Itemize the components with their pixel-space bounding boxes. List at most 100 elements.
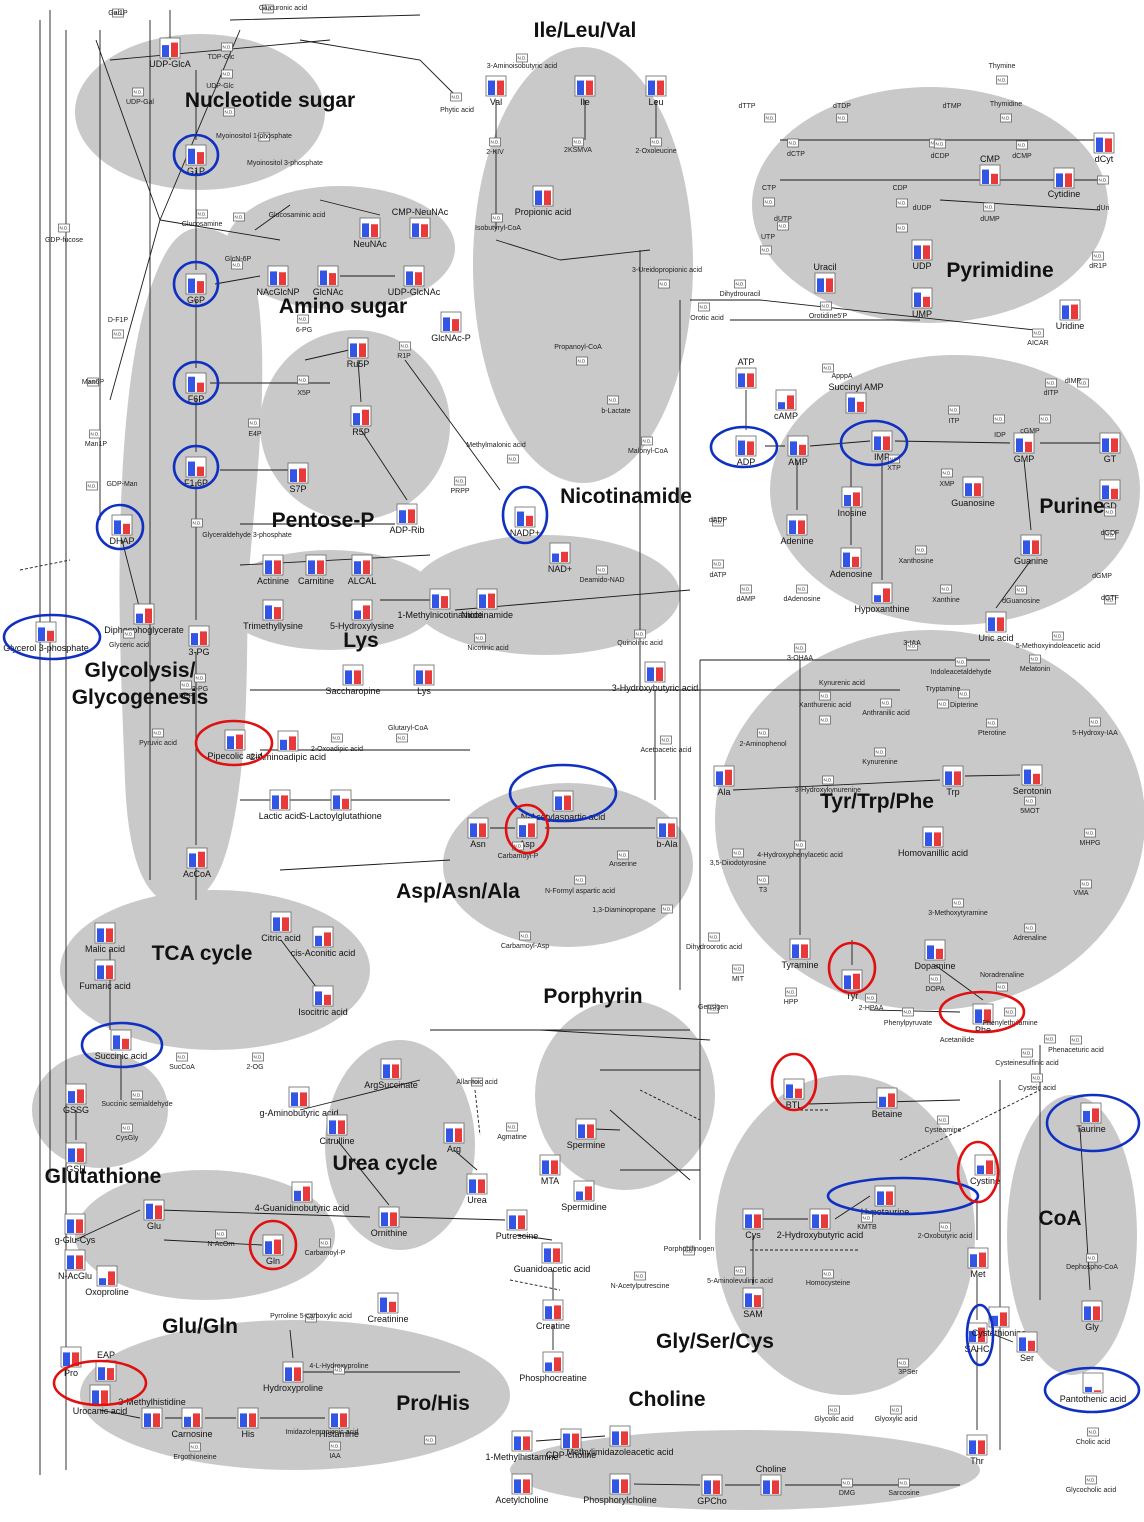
metabolite-gt[interactable]: GT — [1099, 432, 1121, 464]
metabolite-phosphorylcholine[interactable]: Phosphorylcholine — [583, 1473, 657, 1505]
metabolite-trimethyllysine[interactable]: Trimethyllysine — [243, 599, 303, 631]
metabolite-homovanillic-acid[interactable]: Homovanillic acid — [898, 826, 968, 858]
metabolite-putrescine[interactable]: Putrescine — [496, 1209, 539, 1241]
metabolite-saccharopine[interactable]: Saccharopine — [325, 664, 381, 696]
metabolite-guanosine[interactable]: Guanosine — [951, 476, 995, 508]
metabolite-sam[interactable]: SAM — [742, 1287, 764, 1319]
metabolite-cmp-neunac[interactable]: CMP-NeuNAc — [392, 207, 449, 239]
metabolite-taurine[interactable]: Taurine — [1076, 1102, 1106, 1134]
metabolite-g-glu-cys[interactable]: g-Glu-Cys — [55, 1213, 96, 1245]
metabolite-nad[interactable]: NAD+ — [548, 542, 572, 574]
metabolite-pro[interactable]: Pro — [60, 1346, 82, 1378]
metabolite-adp[interactable]: ADP — [735, 435, 757, 467]
metabolite-hypoxanthine[interactable]: Hypoxanthine — [854, 582, 910, 614]
metabolite-hydroxyproline[interactable]: Hydroxyproline — [263, 1361, 323, 1393]
metabolite-propionic-acid[interactable]: Propionic acid — [515, 185, 572, 217]
metabolite-tyr[interactable]: Tyr — [841, 969, 863, 1001]
metabolite-adenosine[interactable]: Adenosine — [830, 547, 873, 579]
metabolite-ile[interactable]: Ile — [574, 75, 596, 107]
metabolite-amp[interactable]: AMP — [787, 435, 809, 467]
metabolite-1-methylnicotinamide[interactable]: 1-Methylnicotinamide — [397, 588, 483, 620]
metabolite-cmp[interactable]: CMP — [979, 154, 1001, 186]
metabolite-3-pg[interactable]: 3-PG — [188, 625, 210, 657]
metabolite-adp-rib[interactable]: ADP-Rib — [389, 503, 425, 535]
metabolite-dhap[interactable]: DHAP — [109, 514, 135, 546]
metabolite-3-methylhistidine[interactable]: 3-Methylhistidine — [118, 1397, 186, 1429]
metabolite-val[interactable]: Val — [485, 75, 507, 107]
metabolite-imp[interactable]: IMP — [871, 430, 893, 462]
metabolite-btl[interactable]: BTL — [783, 1078, 805, 1110]
metabolite-n-acglu[interactable]: N-AcGlu — [58, 1249, 92, 1281]
metabolite-udp-glcnac[interactable]: UDP-GlcNAc — [388, 265, 441, 297]
metabolite-thr[interactable]: Thr — [966, 1434, 988, 1466]
metabolite-leu[interactable]: Leu — [645, 75, 667, 107]
metabolite-dopamine[interactable]: Dopamine — [914, 939, 956, 971]
metabolite-pantothenic-acid[interactable]: Pantothenic acid — [1060, 1372, 1127, 1404]
metabolite-argsuccinate[interactable]: ArgSuccinate — [364, 1058, 418, 1090]
metabolite-gln[interactable]: Gln — [262, 1234, 284, 1266]
metabolite-glu[interactable]: Glu — [143, 1199, 165, 1231]
metabolite-pipecolic-acid[interactable]: Pipecolic acid — [207, 729, 263, 761]
metabolite-lys[interactable]: Lys — [413, 664, 435, 696]
metabolite-glcnac[interactable]: GlcNAc — [313, 265, 344, 297]
metabolite-cystine[interactable]: Cystine — [970, 1154, 1000, 1186]
metabolite-serotonin[interactable]: Serotonin — [1013, 764, 1052, 796]
metabolite-gpcho[interactable]: GPCho — [697, 1474, 727, 1506]
metabolite-met[interactable]: Met — [967, 1247, 989, 1279]
metabolite-nicotinamide[interactable]: Nicotinamide — [461, 588, 513, 620]
metabolite-eap[interactable]: EAP — [95, 1350, 117, 1382]
metabolite-spermidine[interactable]: Spermidine — [561, 1180, 607, 1212]
metabolite-4-guanidinobutyric-acid[interactable]: 4-Guanidinobutyric acid — [255, 1181, 350, 1213]
metabolite-tyramine[interactable]: Tyramine — [781, 938, 819, 970]
metabolite-cytidine[interactable]: Cytidine — [1048, 167, 1081, 199]
metabolite-gssg[interactable]: GSSG — [63, 1083, 89, 1115]
metabolite-udp[interactable]: UDP — [911, 239, 933, 271]
metabolite-gmp[interactable]: GMP — [1013, 432, 1035, 464]
metabolite-diphosphoglycerate[interactable]: Diphosphoglycerate — [104, 603, 184, 635]
metabolite-methylimidazoleacetic-acid[interactable]: Methylimidazoleacetic acid — [566, 1425, 674, 1457]
metabolite-g6p[interactable]: G6P — [185, 273, 207, 305]
metabolite-guanine[interactable]: Guanine — [1014, 534, 1048, 566]
metabolite-carnosine[interactable]: Carnosine — [171, 1407, 213, 1439]
metabolite-actinine[interactable]: Actinine — [257, 554, 289, 586]
metabolite-uracil[interactable]: Uracil — [813, 262, 837, 294]
metabolite-guanidoacetic-acid[interactable]: Guanidoacetic acid — [514, 1242, 591, 1274]
metabolite-alcal[interactable]: ALCAL — [348, 554, 377, 586]
metabolite-ru5p[interactable]: Ru5P — [347, 337, 370, 369]
metabolite-inosine[interactable]: Inosine — [837, 486, 867, 518]
metabolite-oxoproline[interactable]: Oxoproline — [85, 1265, 129, 1297]
metabolite-dcyt[interactable]: dCyt — [1093, 132, 1115, 164]
metabolite-f6p[interactable]: F6P — [185, 372, 207, 404]
metabolite-accoa[interactable]: AcCoA — [183, 847, 211, 879]
metabolite-his[interactable]: His — [237, 1407, 259, 1439]
metabolite-gsh[interactable]: GSH — [65, 1142, 87, 1174]
metabolite-arg[interactable]: Arg — [443, 1122, 465, 1154]
metabolite-5-hydroxylysine[interactable]: 5-Hydroxylysine — [330, 599, 394, 631]
metabolite-acetylcholine[interactable]: Acetylcholine — [495, 1473, 549, 1505]
metabolite-phosphocreatine[interactable]: Phosphocreatine — [519, 1351, 587, 1383]
metabolite-camp[interactable]: cAMP — [774, 389, 798, 421]
metabolite-phe[interactable]: Phe — [972, 1003, 994, 1035]
metabolite-asn[interactable]: Asn — [467, 817, 489, 849]
metabolite-malic-acid[interactable]: Malic acid — [85, 922, 125, 954]
metabolite-cdp-choline[interactable]: CDP-choline — [546, 1428, 597, 1460]
metabolite-s7p[interactable]: S7P — [287, 462, 309, 494]
metabolite-nadp[interactable]: NADP+ — [510, 506, 540, 538]
metabolite-ser[interactable]: Ser — [1016, 1331, 1038, 1363]
metabolite-creatinine[interactable]: Creatinine — [367, 1292, 409, 1324]
metabolite-ornithine[interactable]: Ornithine — [371, 1206, 408, 1238]
metabolite-g1p[interactable]: G1P — [185, 144, 207, 176]
metabolite-carnitine[interactable]: Carnitine — [298, 554, 334, 586]
metabolite-trp[interactable]: Trp — [942, 765, 964, 797]
metabolite-mta[interactable]: MTA — [539, 1154, 561, 1186]
metabolite-fumaric-acid[interactable]: Fumaric acid — [79, 959, 131, 991]
metabolite-cys[interactable]: Cys — [742, 1208, 764, 1240]
metabolite-lactic-acid[interactable]: Lactic acid — [259, 789, 302, 821]
metabolite-glycerol-3-phosphate[interactable]: Glycerol 3-phosphate — [3, 621, 89, 653]
metabolite-1-methylhistamine[interactable]: 1-Methylhistamine — [485, 1430, 559, 1462]
metabolite-atp[interactable]: ATP — [735, 357, 757, 389]
metabolite-n-acetylaspartic-acid[interactable]: N-Acetylaspartic acid — [521, 790, 606, 822]
metabolite-g-aminobutyric-acid[interactable]: g-Aminobutyric acid — [259, 1086, 339, 1118]
metabolite-f1-6p[interactable]: F1,6P — [184, 456, 208, 488]
metabolite-spermine[interactable]: Spermine — [567, 1118, 606, 1150]
